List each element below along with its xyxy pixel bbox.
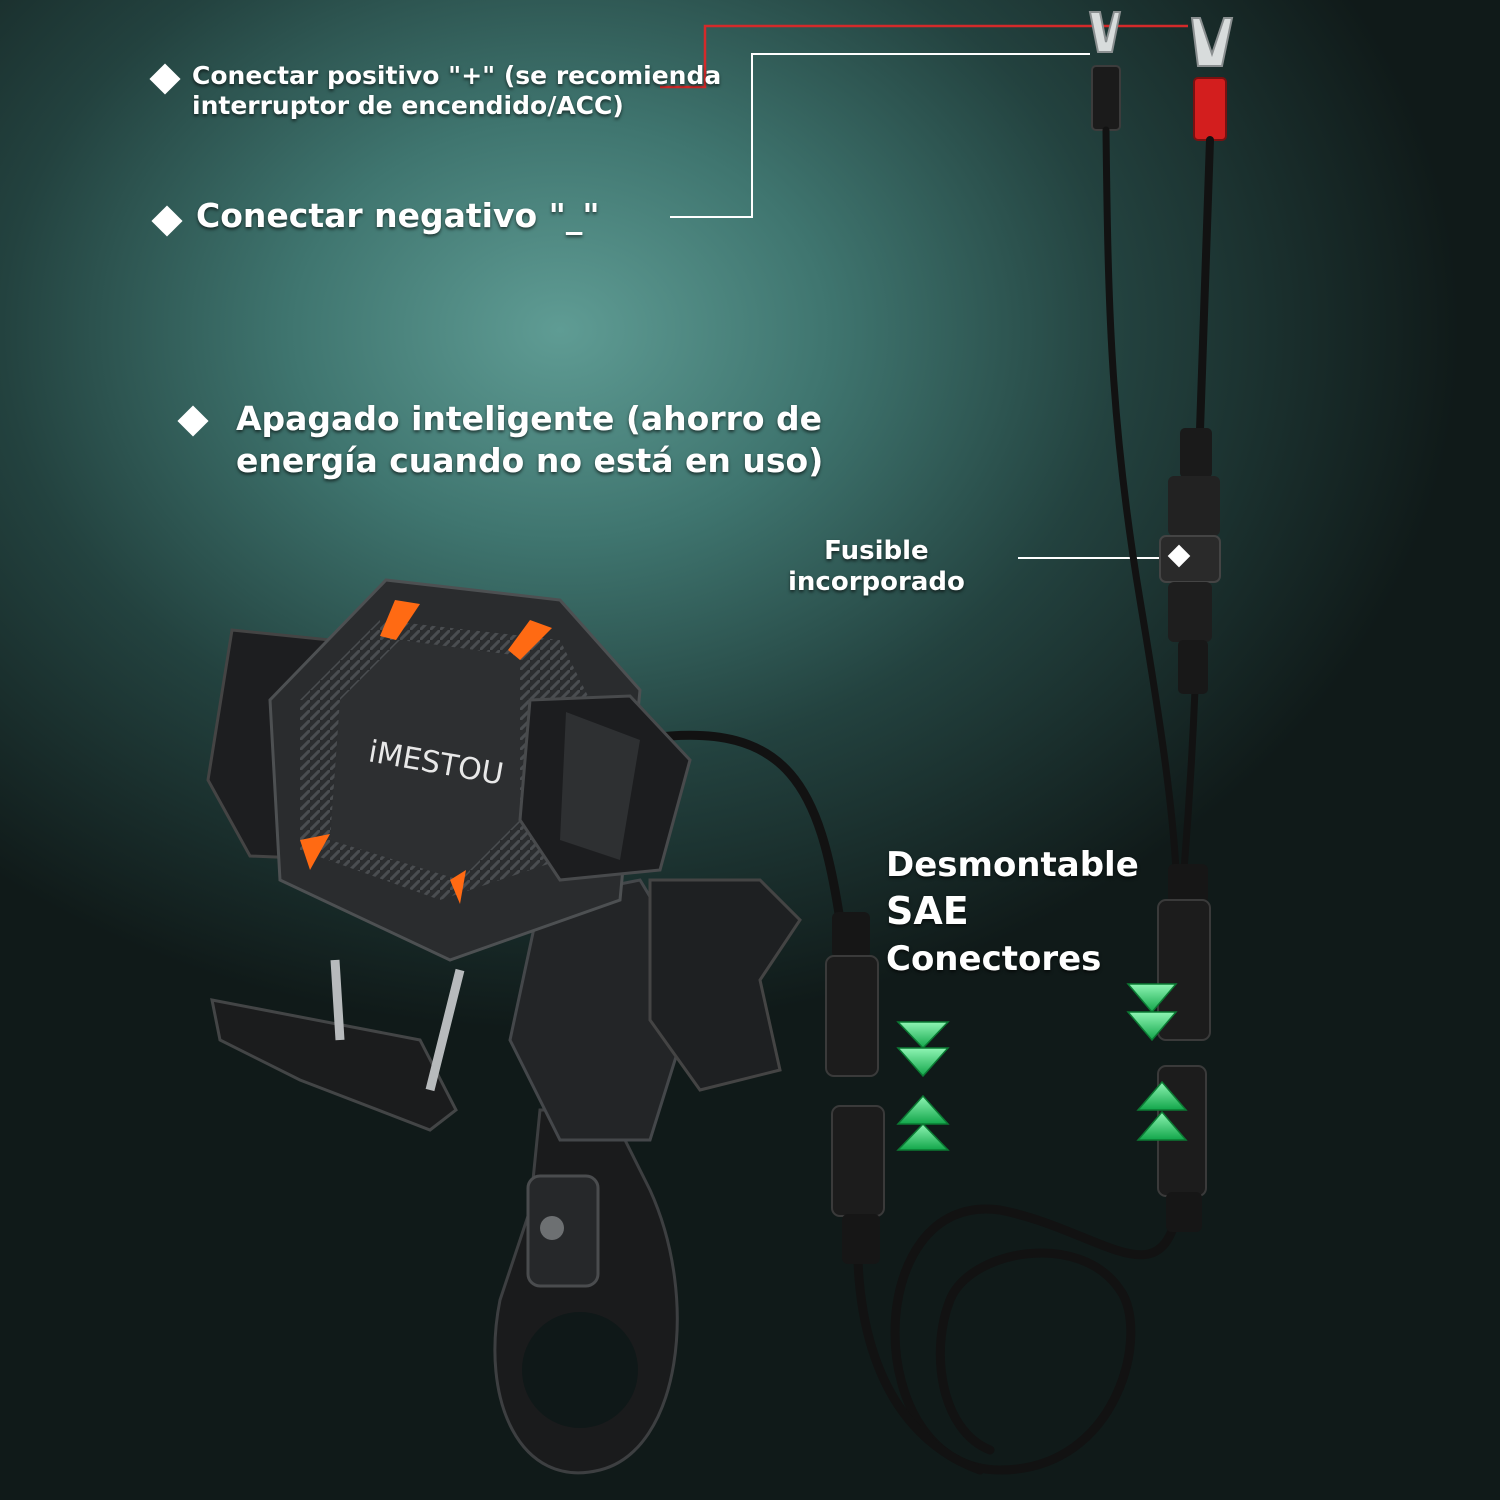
smart-shutoff-label: Apagado inteligente (ahorro de energía c…	[236, 399, 824, 481]
phone-mount: iMESTOU	[206, 578, 802, 1475]
negative-connection-label: Conectar negativo "_"	[196, 196, 600, 235]
callout-lines	[660, 24, 1188, 559]
positive-connection-label: Conectar positivo "+" (se recomienda int…	[192, 61, 722, 120]
power-cable	[645, 126, 1214, 1475]
fuse-label: Fusible incorporado	[788, 536, 965, 598]
sae-connector-right	[1157, 864, 1211, 1232]
sae-connectors-label: Desmontable SAE Conectores	[886, 845, 1139, 979]
fuse-holder	[1159, 428, 1221, 694]
double-arrow-icon	[896, 983, 1188, 1151]
negative-fork-terminal	[1088, 11, 1122, 131]
positive-fork-terminal	[1190, 17, 1234, 141]
sae-connector-left	[825, 912, 885, 1264]
